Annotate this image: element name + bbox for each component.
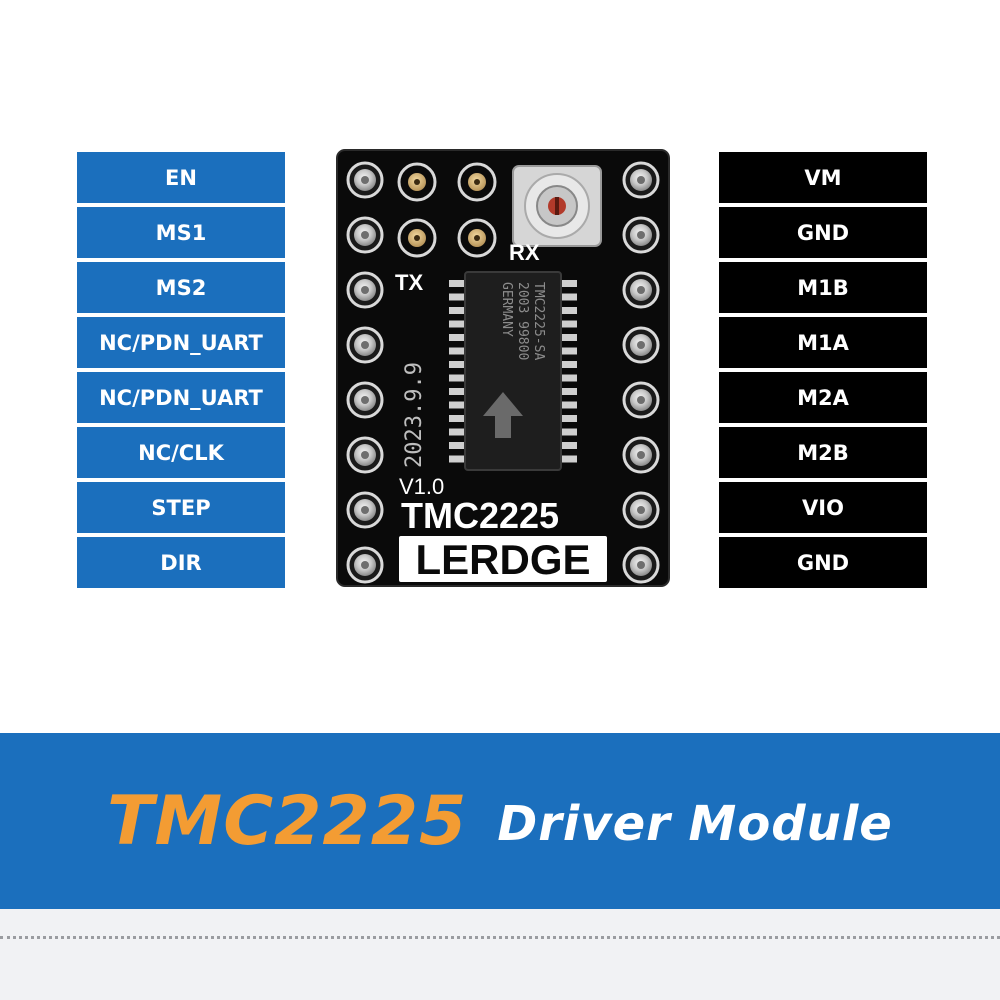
left-header-pin [346, 546, 384, 584]
right-header-pins [622, 161, 660, 584]
chip-leg [449, 347, 467, 355]
pin-label-ms2: MS2 [77, 262, 285, 313]
left-header-pin [346, 161, 384, 199]
chip-marking-3: GERMANY [499, 282, 514, 337]
brand-label: LERDGE [415, 536, 590, 583]
chip-leg [559, 374, 577, 382]
chip-marking-1: TMC2225-SA [531, 282, 546, 360]
chip-leg [449, 334, 467, 341]
chip-leg [559, 280, 577, 287]
left-header-pin [346, 326, 384, 364]
right-header-pin [622, 161, 660, 199]
left-header-pins [346, 161, 384, 584]
potentiometer [512, 165, 602, 247]
chip-leg [449, 442, 467, 449]
chip-leg [559, 455, 577, 463]
chip-leg [449, 415, 467, 422]
left-header-pin [346, 216, 384, 254]
chip-leg [559, 320, 577, 328]
right-header-pin [622, 491, 660, 529]
model-label: TMC2225 [401, 495, 559, 536]
chip-legs-left [449, 280, 467, 463]
pin-label-nc-pdn-uart-2: NC/PDN_UART [77, 372, 285, 423]
chip-marking-2: 2003 99800 [515, 282, 530, 360]
pin-label-dir: DIR [77, 537, 285, 588]
trinamic-logo-icon [483, 392, 523, 438]
pin-label-m1a: M1A [719, 317, 927, 368]
right-header-pin [622, 216, 660, 254]
right-header-pin [622, 546, 660, 584]
chip-legs-right [559, 280, 577, 463]
ic-chip [464, 271, 562, 471]
right-header-pin [622, 271, 660, 309]
right-header-pin [622, 381, 660, 419]
brand-plate [399, 536, 607, 582]
driver-board-image: TX RX TMC2225-SA 2003 99800 GERMANY 2023… [335, 148, 671, 588]
uart-pads [397, 162, 497, 258]
title-banner: TMC2225 Driver Module [0, 733, 1000, 909]
chip-leg [449, 320, 467, 328]
pin-label-ms1: MS1 [77, 207, 285, 258]
pin-label-gnd-1: GND [719, 207, 927, 258]
chip-leg [449, 455, 467, 463]
pin-label-nc-pdn-uart-1: NC/PDN_UART [77, 317, 285, 368]
left-header-pin [346, 491, 384, 529]
version-label: V1.0 [399, 474, 444, 499]
chip-leg [559, 361, 577, 368]
chip-leg [449, 293, 467, 301]
chip-leg [559, 388, 577, 395]
chip-leg [449, 280, 467, 287]
pin-label-m1b: M1B [719, 262, 927, 313]
chip-leg [559, 401, 577, 409]
chip-leg [449, 374, 467, 382]
chip-leg [559, 307, 577, 314]
chip-leg [559, 293, 577, 301]
pin-label-gnd-2: GND [719, 537, 927, 588]
chip-leg [449, 388, 467, 395]
right-pin-labels: VM GND M1B M1A M2A M2B VIO GND [719, 152, 927, 592]
side-date-text: 2023.9.9 [402, 362, 427, 468]
chip-leg [449, 307, 467, 314]
tx-label: TX [395, 270, 423, 295]
left-pin-labels: EN MS1 MS2 NC/PDN_UART NC/PDN_UART NC/CL… [77, 152, 285, 592]
pin-label-m2b: M2B [719, 427, 927, 478]
pin-label-m2a: M2A [719, 372, 927, 423]
right-header-pin [622, 436, 660, 474]
pin-label-en: EN [77, 152, 285, 203]
chip-leg [449, 401, 467, 409]
left-header-pin [346, 271, 384, 309]
rx-label: RX [509, 240, 540, 265]
chip-leg [559, 334, 577, 341]
footer-band [0, 909, 1000, 1000]
pin-label-step: STEP [77, 482, 285, 533]
pin-label-vm: VM [719, 152, 927, 203]
chip-leg [449, 361, 467, 368]
chip-leg [449, 428, 467, 436]
pin-label-nc-clk: NC/CLK [77, 427, 285, 478]
chip-leg [559, 415, 577, 422]
dotted-divider [0, 936, 1000, 939]
left-header-pin [346, 381, 384, 419]
pin-label-vio: VIO [719, 482, 927, 533]
chip-leg [559, 428, 577, 436]
banner-title: TMC2225 [107, 781, 468, 861]
left-header-pin [346, 436, 384, 474]
chip-leg [559, 442, 577, 449]
banner-subtitle: Driver Module [497, 796, 893, 852]
right-header-pin [622, 326, 660, 364]
chip-leg [559, 347, 577, 355]
